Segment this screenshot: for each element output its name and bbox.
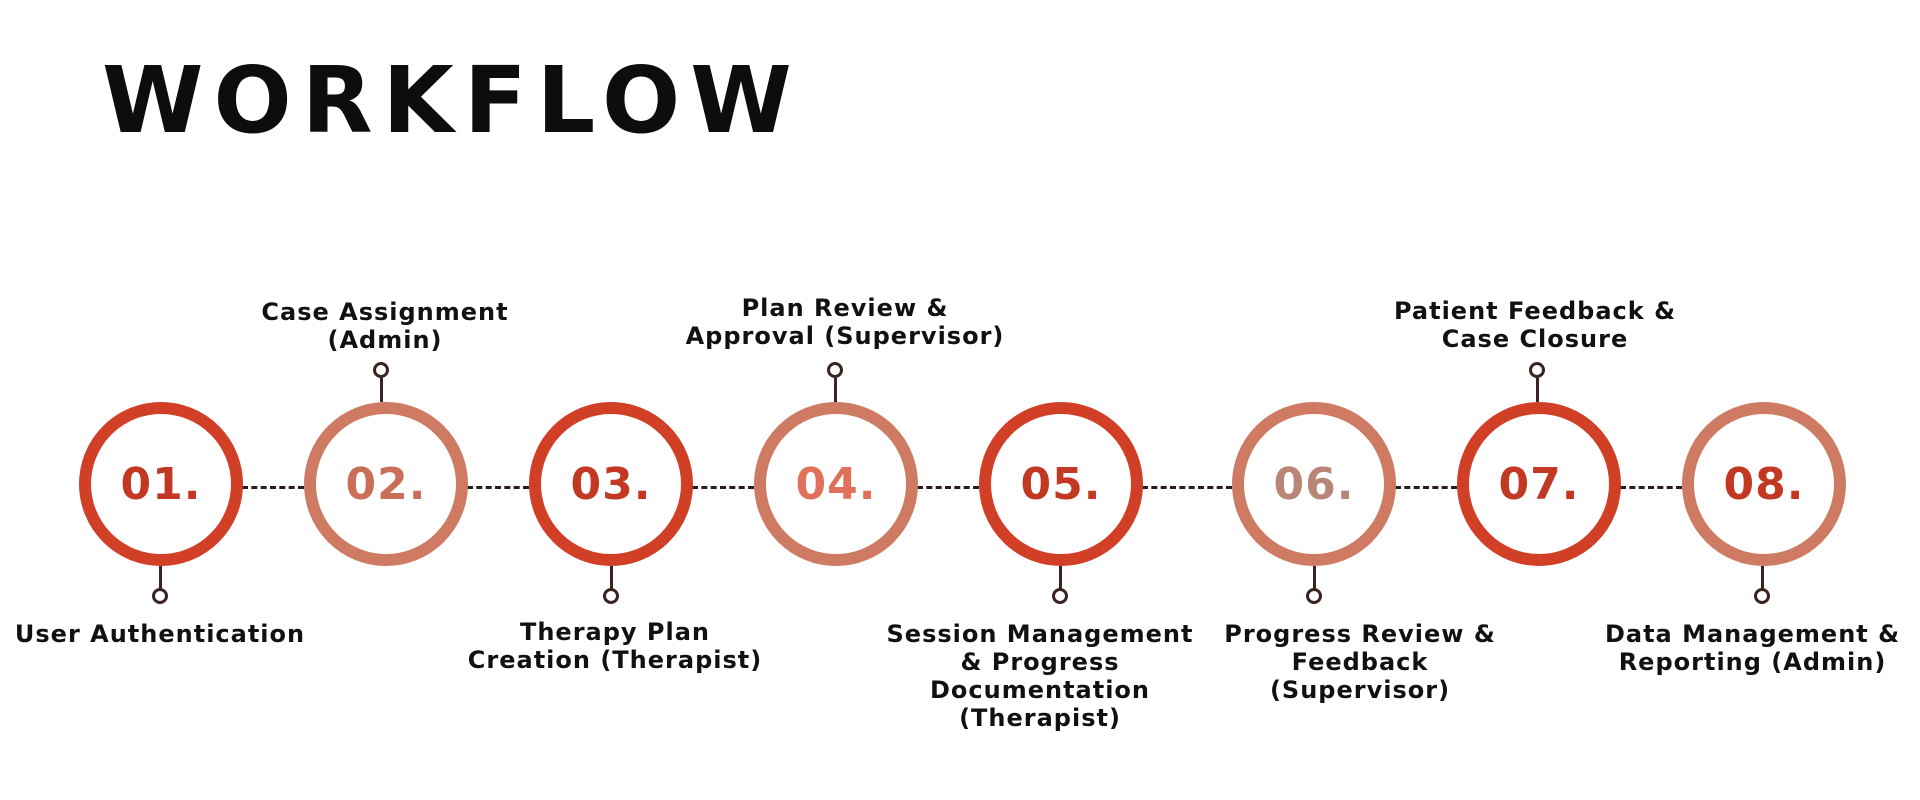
step-7-stem [1536, 378, 1539, 402]
connector-2-3 [467, 486, 529, 489]
page-title: WORKFLOW [102, 47, 802, 154]
step-6-dot [1306, 588, 1322, 604]
step-4-number: 04. [795, 458, 877, 510]
step-2-circle: 02. [304, 402, 468, 566]
step-5-stem [1059, 566, 1062, 590]
step-2-label: Case Assignment(Admin) [261, 298, 509, 354]
connector-3-4 [692, 486, 754, 489]
step-1-dot [152, 588, 168, 604]
step-5-dot [1052, 588, 1068, 604]
step-7-number: 07. [1498, 458, 1580, 510]
step-8-stem [1761, 566, 1764, 590]
step-7-label: Patient Feedback &Case Closure [1393, 297, 1677, 353]
step-8-number: 08. [1723, 458, 1805, 510]
connector-1-2 [242, 486, 304, 489]
step-2-stem [380, 378, 383, 402]
step-1-stem [159, 566, 162, 590]
step-3-stem [610, 566, 613, 590]
step-2-dot [373, 362, 389, 378]
step-4-label: Plan Review &Approval (Supervisor) [685, 294, 1005, 350]
connector-7-8 [1620, 486, 1682, 489]
step-1-circle: 01. [79, 402, 243, 566]
step-6-stem [1313, 566, 1316, 590]
step-6-label: Progress Review &Feedback(Supervisor) [1224, 620, 1496, 704]
step-8-dot [1754, 588, 1770, 604]
step-6-number: 06. [1273, 458, 1355, 510]
step-4-dot [827, 362, 843, 378]
step-1-label: User Authentication [14, 620, 306, 648]
connector-6-7 [1395, 486, 1457, 489]
step-1-number: 01. [120, 458, 202, 510]
step-5-number: 05. [1020, 458, 1102, 510]
step-4-circle: 04. [754, 402, 918, 566]
step-6-circle: 06. [1232, 402, 1396, 566]
step-3-number: 03. [570, 458, 652, 510]
step-7-dot [1529, 362, 1545, 378]
step-3-circle: 03. [529, 402, 693, 566]
step-7-circle: 07. [1457, 402, 1621, 566]
step-5-circle: 05. [979, 402, 1143, 566]
step-4-stem [834, 378, 837, 402]
connector-5-6 [1142, 486, 1232, 489]
step-8-label: Data Management &Reporting (Admin) [1604, 620, 1901, 676]
connector-4-5 [917, 486, 979, 489]
step-3-dot [603, 588, 619, 604]
step-8-circle: 08. [1682, 402, 1846, 566]
step-2-number: 02. [345, 458, 427, 510]
